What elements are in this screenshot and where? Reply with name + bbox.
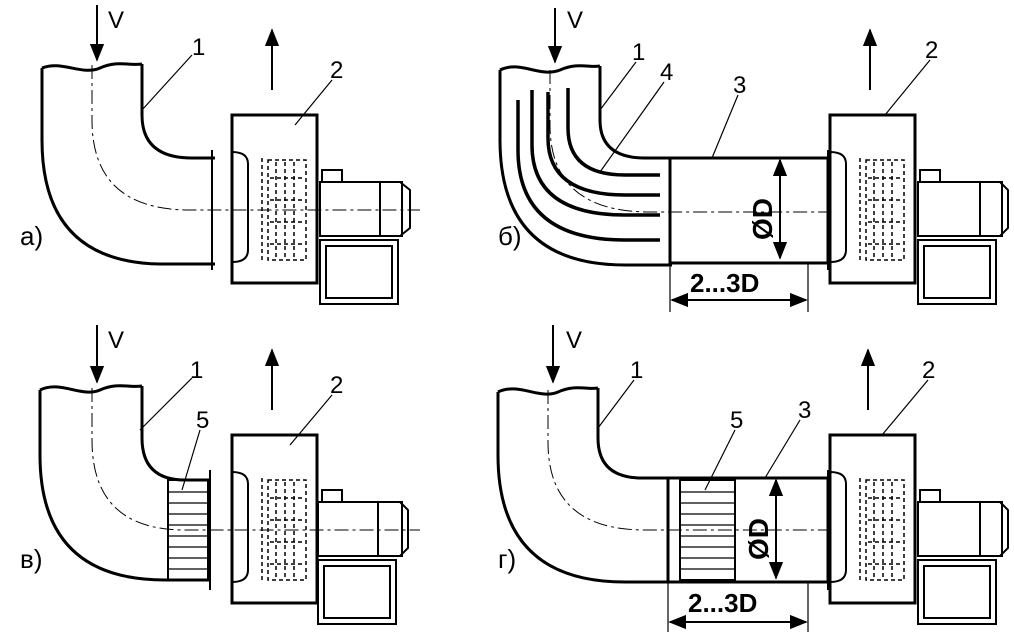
straight-duct <box>668 150 830 270</box>
callout-leader <box>599 81 665 173</box>
callout-leader <box>597 379 635 429</box>
elbow-duct <box>38 384 420 582</box>
elbow-duct <box>498 64 830 267</box>
callout-label: 4 <box>660 59 673 86</box>
panel-label: б) <box>498 221 522 251</box>
motor <box>319 169 411 305</box>
callout-leader <box>884 59 931 116</box>
panel-v: V 1 5 <box>20 325 420 625</box>
callout-leader <box>139 377 193 431</box>
elbow-duct <box>496 386 830 584</box>
flow-label: V <box>567 7 583 34</box>
callout-leader <box>294 79 333 126</box>
panel-g: V 1 5 3 ØD <box>496 325 1009 632</box>
elbow-duct <box>40 62 420 266</box>
callout-label: 2 <box>925 37 938 64</box>
callout-leader <box>599 61 637 111</box>
callout-label: 2 <box>330 57 343 84</box>
panel-a: V 1 2 <box>20 5 420 305</box>
dimension-label: 2...3D <box>688 588 757 618</box>
motor <box>917 489 1009 625</box>
callout-label: 1 <box>630 357 643 384</box>
callout-label: 1 <box>632 39 645 66</box>
fan-housing <box>230 113 319 285</box>
motor <box>317 489 409 625</box>
flow-straightener <box>679 479 736 581</box>
callout-leader <box>141 54 193 111</box>
flow-label: V <box>108 327 124 354</box>
callout-leader <box>704 429 736 491</box>
callout-label: 2 <box>922 357 935 384</box>
callout-leader <box>181 429 201 491</box>
panel-label: а) <box>20 221 43 251</box>
callout-leader <box>711 94 739 159</box>
diameter-label: ØD <box>747 198 778 240</box>
panel-b: V 1 4 3 ØD 2...3D <box>498 7 1009 312</box>
callout-label: 3 <box>798 397 811 424</box>
fan-housing <box>230 433 319 605</box>
fan-housing <box>828 113 917 285</box>
callout-leader <box>289 394 333 446</box>
callout-label: 1 <box>192 34 205 61</box>
flow-straightener <box>167 479 209 581</box>
callout-label: 3 <box>733 72 746 99</box>
fan-housing <box>828 433 917 605</box>
flow-label: V <box>566 327 582 354</box>
callout-leader <box>881 379 929 436</box>
straight-duct <box>666 470 830 590</box>
callout-label: 2 <box>330 372 343 399</box>
callout-leader <box>764 419 801 479</box>
diameter-label: ØD <box>743 518 774 560</box>
callout-label: 1 <box>190 357 203 384</box>
callout-label: 5 <box>196 407 209 434</box>
flow-label: V <box>108 7 124 34</box>
panel-label: в) <box>20 544 42 574</box>
motor <box>917 169 1009 305</box>
panel-label: г) <box>498 544 516 574</box>
dimension-label: 2...3D <box>690 268 759 298</box>
callout-label: 5 <box>730 407 743 434</box>
